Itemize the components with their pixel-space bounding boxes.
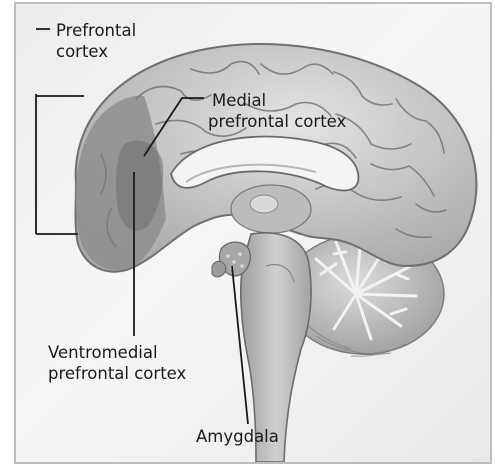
label-prefrontal-cortex-line2: cortex: [56, 41, 136, 62]
label-medial-prefrontal-cortex: Medial prefrontal cortex: [212, 90, 346, 132]
diagram-frame: Prefrontal cortex Medial prefrontal cort…: [14, 2, 492, 464]
brain-illustration: [16, 4, 490, 462]
label-ventromedial-prefrontal-cortex: Ventromedial prefrontal cortex: [48, 342, 186, 384]
label-medial-line1: Medial: [212, 90, 346, 111]
label-ventromedial-line1: Ventromedial: [48, 342, 186, 363]
label-medial-line2: prefrontal cortex: [208, 111, 346, 132]
label-amygdala: Amygdala: [196, 426, 279, 447]
label-prefrontal-cortex-line1: Prefrontal: [56, 20, 136, 41]
label-amygdala-text: Amygdala: [196, 426, 279, 447]
label-prefrontal-cortex: Prefrontal cortex: [56, 20, 136, 62]
label-ventromedial-line2: prefrontal cortex: [48, 363, 186, 384]
